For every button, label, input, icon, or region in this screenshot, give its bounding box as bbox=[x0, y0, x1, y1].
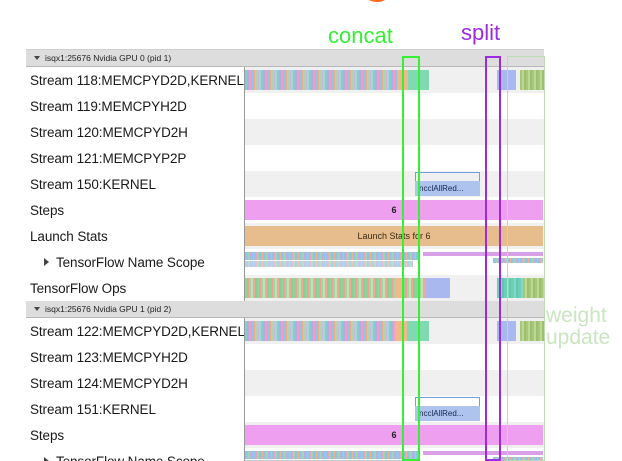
group-header-gpu1[interactable]: isqx1:25676 Nvidia GPU 1 (pid 2) bbox=[26, 301, 544, 318]
orange-marker-icon bbox=[367, 0, 387, 2]
bar-segment[interactable] bbox=[408, 70, 429, 90]
bar-segment[interactable] bbox=[245, 70, 402, 90]
row-label: Stream 122:MEMCPYD2D,KERNEL,MI bbox=[26, 318, 245, 344]
chevron-down-icon[interactable] bbox=[34, 307, 40, 311]
row-track[interactable] bbox=[245, 318, 544, 344]
row-track[interactable] bbox=[245, 344, 544, 370]
bar-segment[interactable] bbox=[425, 278, 450, 298]
table-row[interactable]: Stream 120:MEMCPYD2H bbox=[26, 119, 544, 145]
row-label: TensorFlow Name Scope bbox=[56, 453, 205, 461]
table-row[interactable]: Stream 122:MEMCPYD2D,KERNEL,MI bbox=[26, 318, 544, 344]
row-label: Stream 150:KERNEL bbox=[26, 171, 245, 197]
steps-bar[interactable]: 6 bbox=[245, 200, 543, 220]
row-label: TensorFlow Name Scope bbox=[56, 254, 205, 270]
bar-segment[interactable] bbox=[395, 278, 403, 298]
table-row[interactable]: Stream 119:MEMCPYH2D bbox=[26, 93, 544, 119]
row-track[interactable]: 6 bbox=[245, 422, 544, 448]
table-row[interactable]: Stream 150:KERNEL ncclAllRed... bbox=[26, 171, 544, 197]
launch-stats-bar[interactable]: Launch Stats for 6 bbox=[245, 226, 543, 246]
row-track[interactable]: Launch Stats for 6 bbox=[245, 223, 544, 249]
bar-segment[interactable] bbox=[423, 451, 543, 455]
row-label: Stream 124:MEMCPYD2H bbox=[26, 370, 245, 396]
table-row[interactable]: Stream 123:MEMCPYH2D bbox=[26, 344, 544, 370]
row-track[interactable] bbox=[245, 448, 544, 461]
row-track[interactable] bbox=[245, 145, 544, 171]
table-row[interactable]: Stream 121:MEMCPYP2P bbox=[26, 145, 544, 171]
bar-segment[interactable] bbox=[407, 321, 429, 341]
bar-segment[interactable] bbox=[403, 278, 425, 298]
table-row[interactable]: TensorFlow Ops bbox=[26, 275, 544, 301]
table-row[interactable]: TensorFlow Name Scope bbox=[26, 249, 544, 275]
chevron-right-icon[interactable] bbox=[44, 258, 49, 266]
row-label-name-scope[interactable]: TensorFlow Name Scope bbox=[26, 448, 245, 461]
row-label: Steps bbox=[26, 422, 245, 448]
group-header-gpu0[interactable]: isqx1:25676 Nvidia GPU 0 (pid 1) bbox=[26, 50, 544, 67]
row-label-name-scope[interactable]: TensorFlow Name Scope bbox=[26, 249, 245, 275]
row-label: Stream 120:MEMCPYD2H bbox=[26, 119, 245, 145]
bar-segment[interactable] bbox=[523, 278, 544, 298]
row-track[interactable] bbox=[245, 249, 544, 275]
bar-segment[interactable] bbox=[245, 252, 418, 260]
nccl-allreduce-block[interactable]: ncclAllRed... bbox=[415, 181, 480, 196]
annotation-split: split bbox=[461, 20, 501, 45]
chevron-down-icon[interactable] bbox=[34, 56, 40, 60]
bar-segment[interactable] bbox=[245, 278, 401, 298]
table-row[interactable]: Stream 118:MEMCPYD2D,KERNEL,ME bbox=[26, 67, 544, 93]
bar-segment[interactable] bbox=[493, 457, 543, 461]
bar-segment[interactable] bbox=[245, 321, 400, 341]
row-label: TensorFlow Ops bbox=[26, 275, 245, 301]
table-row[interactable]: Stream 124:MEMCPYD2H bbox=[26, 370, 544, 396]
row-label: Launch Stats bbox=[26, 223, 245, 249]
row-track[interactable] bbox=[245, 275, 544, 301]
nccl-allreduce-block[interactable]: ncclAllRed... bbox=[415, 406, 480, 421]
annotation-weight-update-line1: weight bbox=[546, 304, 607, 327]
row-track[interactable] bbox=[245, 93, 544, 119]
row-track[interactable]: ncclAllRed... bbox=[245, 171, 544, 197]
row-track[interactable] bbox=[245, 119, 544, 145]
bar-segment[interactable] bbox=[497, 70, 516, 90]
row-track[interactable] bbox=[245, 370, 544, 396]
steps-bar-label: 6 bbox=[391, 430, 397, 440]
row-label: Stream 151:KERNEL bbox=[26, 396, 245, 422]
steps-bar-label: 6 bbox=[391, 205, 397, 215]
chevron-right-icon[interactable] bbox=[44, 457, 49, 461]
row-track[interactable]: 6 bbox=[245, 197, 544, 223]
annotation-weight-update-line2: update bbox=[546, 326, 611, 350]
bar-segment[interactable] bbox=[493, 258, 543, 263]
row-label: Stream 119:MEMCPYH2D bbox=[26, 93, 245, 119]
row-track[interactable]: ncclAllRed... bbox=[245, 396, 544, 422]
bar-segment[interactable] bbox=[395, 321, 407, 341]
bar-segment[interactable] bbox=[397, 70, 408, 90]
annotation-weight-update: weight update bbox=[546, 304, 611, 350]
row-track[interactable] bbox=[245, 67, 544, 93]
timeline-panel[interactable]: isqx1:25676 Nvidia GPU 0 (pid 1) Stream … bbox=[26, 49, 544, 461]
bar-segment[interactable] bbox=[423, 252, 543, 256]
annotation-concat: concat bbox=[328, 23, 393, 48]
bar-segment[interactable] bbox=[520, 70, 544, 90]
bar-segment[interactable] bbox=[245, 261, 413, 267]
bar-segment[interactable] bbox=[497, 278, 523, 298]
bar-segment[interactable] bbox=[245, 451, 418, 459]
bar-segment[interactable] bbox=[497, 321, 516, 341]
table-row[interactable]: TensorFlow Name Scope bbox=[26, 448, 544, 461]
row-label: Stream 121:MEMCPYP2P bbox=[26, 145, 245, 171]
row-label: Steps bbox=[26, 197, 245, 223]
bar-segment[interactable] bbox=[520, 321, 544, 341]
group-header-label: isqx1:25676 Nvidia GPU 0 (pid 1) bbox=[45, 53, 172, 63]
table-row[interactable]: Steps 6 bbox=[26, 422, 544, 448]
row-label: Stream 123:MEMCPYH2D bbox=[26, 344, 245, 370]
row-label: Stream 118:MEMCPYD2D,KERNEL,ME bbox=[26, 67, 245, 93]
steps-bar[interactable]: 6 bbox=[245, 425, 543, 445]
table-row[interactable]: Stream 151:KERNEL ncclAllRed... bbox=[26, 396, 544, 422]
group-header-label: isqx1:25676 Nvidia GPU 1 (pid 2) bbox=[45, 304, 172, 314]
table-row[interactable]: Launch Stats Launch Stats for 6 bbox=[26, 223, 544, 249]
launch-stats-bar-label: Launch Stats for 6 bbox=[357, 231, 431, 241]
table-row[interactable]: Steps 6 bbox=[26, 197, 544, 223]
